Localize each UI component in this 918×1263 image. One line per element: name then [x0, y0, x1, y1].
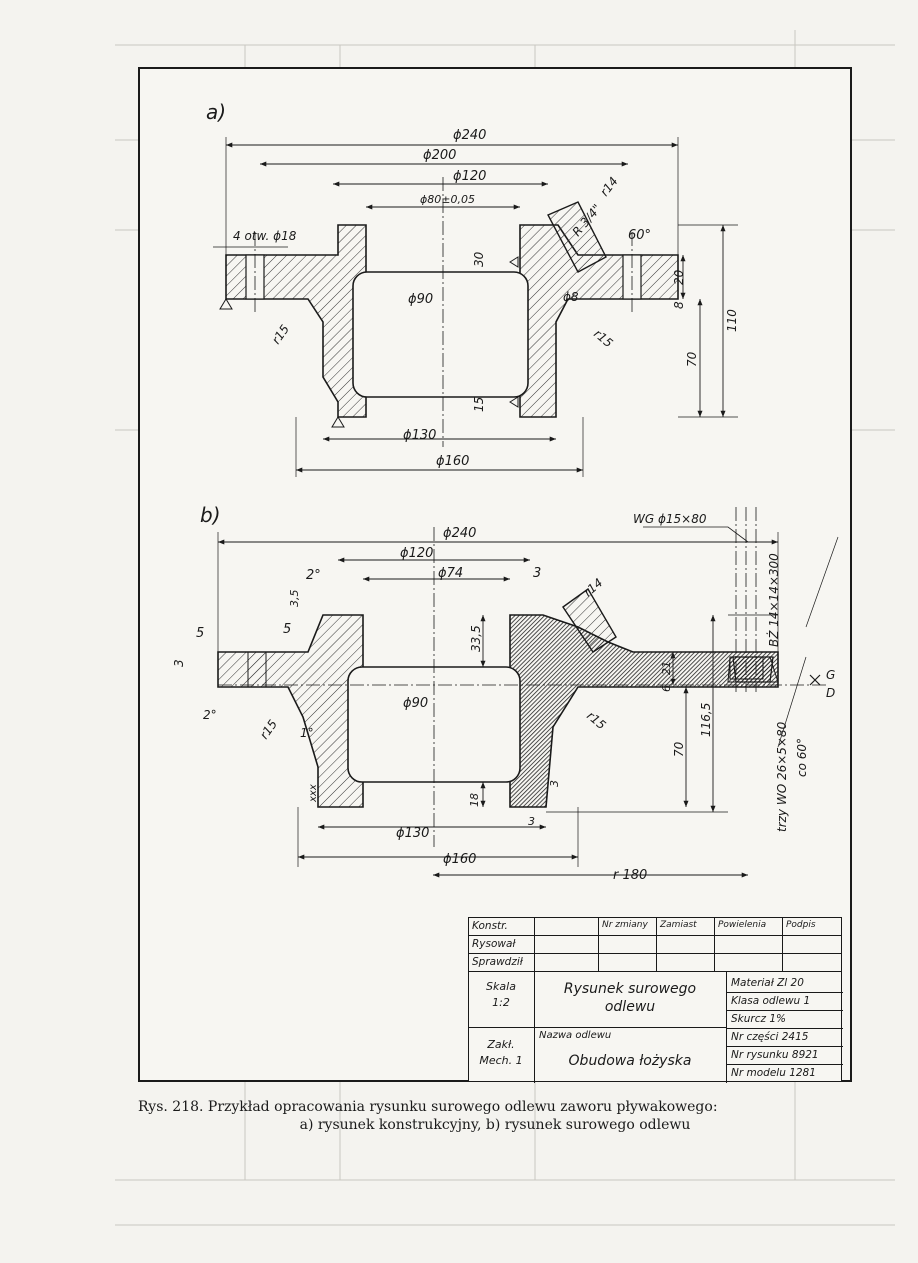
dim-a-d200: ϕ200 [423, 148, 456, 163]
dim-a-d130: ϕ130 [403, 428, 436, 443]
caption-line-2: a) rysunek konstrukcyjny, b) rysunek sur… [299, 1117, 691, 1133]
tb-skala-box: Skala 1:2 [469, 972, 535, 1028]
tb-konstr: Konstr. [469, 918, 535, 935]
dim-b-trzy: trzy WO 26×5×80 [775, 721, 789, 832]
dim-b-a1: 1° [300, 726, 314, 740]
dim-a-h20: 20 [672, 269, 686, 285]
dim-b-r15-left: r15 [257, 717, 280, 742]
tb-skala-value: 1:2 [492, 996, 510, 1009]
tb-h-podpis: Podpis [786, 920, 816, 930]
dim-a-d240: ϕ240 [453, 128, 486, 143]
section-b-left [217, 614, 364, 808]
tb-skala-label: Skala [486, 980, 516, 993]
tb-h-nrzm: Nr zmiany [599, 918, 657, 935]
dim-a-a60: 60° [628, 228, 651, 243]
dim-b-r180: r 180 [613, 868, 647, 883]
tb-rysowal: Rysował [469, 936, 535, 953]
dim-a-h110: 110 [725, 309, 739, 332]
dim-a-r15-right: r15 [591, 327, 615, 351]
tb-row-sprawdzil: Sprawdził [469, 954, 841, 972]
dim-b-d120: ϕ120 [400, 546, 433, 561]
dim-a-d160: ϕ160 [436, 454, 469, 469]
dim-b-h335: 33,5 [469, 625, 483, 652]
dim-b-xxx: xxx [308, 784, 319, 803]
tb-row-konstr: Konstr. Nr zmiany Zamiast Powielenia Pod… [469, 918, 841, 936]
tb-zakl-line1: Zakł. [487, 1038, 515, 1051]
dim-b-d74: ϕ74 [438, 566, 463, 581]
fig-b-label: b) [200, 503, 221, 527]
dim-b-h70: 70 [672, 741, 686, 757]
dim-a-h30: 30 [472, 251, 486, 267]
dim-b-d90: ϕ90 [403, 696, 428, 711]
dim-b-n3a: 3 [548, 780, 561, 787]
dim-b-n5a: 5 [196, 626, 204, 641]
tb-zakl-line2: Mech. 1 [479, 1054, 523, 1067]
tb-h-zamiast: Zamiast [657, 918, 715, 935]
figure-b [217, 507, 839, 878]
tb-nr-modelu: Nr modelu 1281 [731, 1067, 816, 1079]
figure-a [213, 137, 738, 477]
tb-nazwa-box: Nazwa odlewu Obudowa łożyska [535, 1028, 727, 1083]
dim-a-r15-left: r15 [269, 322, 292, 347]
dim-b-h18: 18 [468, 793, 481, 807]
dim-b-h6: 6 [660, 685, 673, 692]
tb-material: Materiał Zl 20 [727, 975, 843, 993]
caption-line-1: Rys. 218. Przykład opracowania rysunku s… [138, 1099, 718, 1115]
tb-zakl-box: Zakł. Mech. 1 [469, 1028, 535, 1083]
tb-nazwa-value: Obudowa łożyska [568, 1053, 692, 1069]
section-a-left [225, 224, 367, 418]
dim-b-h35: 3,5 [288, 590, 301, 608]
tb-title-box: Rysunek surowego odlewu [535, 972, 727, 1028]
tb-h-powiel: Powielenia [715, 918, 783, 935]
dim-b-d130: ϕ130 [396, 826, 429, 841]
dim-a-d90: ϕ90 [408, 292, 433, 307]
dim-b-n3l: 3 [172, 659, 186, 667]
dim-b-n3top: 3 [533, 566, 541, 581]
dim-b-a2top: 2° [306, 568, 321, 583]
dim-b-n5b: 5 [283, 622, 291, 637]
tb-title-line2: odlewu [604, 999, 656, 1015]
dim-b-d: D [826, 686, 835, 700]
tb-klasa: Klasa odlewu 1 [727, 993, 843, 1011]
fig-a-label: a) [206, 100, 226, 124]
dim-b-d240: ϕ240 [443, 526, 476, 541]
tb-nr-czesci: Nr części 2415 [727, 1029, 843, 1047]
dim-b-r15-right: r15 [584, 709, 608, 733]
dim-a-r14: r14 [597, 174, 620, 199]
dim-b-d160: ϕ160 [443, 852, 476, 867]
tb-nr-rysunku: Nr rysunku 8921 [727, 1047, 843, 1065]
dim-b-a2l: 2° [203, 708, 217, 722]
tb-nazwa-label: Nazwa odlewu [539, 1030, 612, 1041]
tb-row-rysowal: Rysował [469, 936, 841, 954]
tb-title-line1: Rysunek surowego [563, 981, 697, 997]
dim-b-bz: BŻ 14×14×300 [766, 553, 781, 647]
dim-b-n3b: 3 [528, 815, 535, 828]
tb-sprawdzil: Sprawdził [469, 954, 535, 971]
dim-b-g: G [826, 668, 835, 682]
title-block: Konstr. Nr zmiany Zamiast Powielenia Pod… [468, 917, 843, 1083]
dim-a-holes: 4 otw. ϕ18 [233, 229, 297, 243]
dim-a-d80: ϕ80±0,05 [420, 193, 475, 206]
dim-b-wg: WG ϕ15×80 [633, 512, 707, 526]
technical-drawing: a) ϕ240 ϕ200 ϕ120 ϕ80±0,05 4 otw. ϕ18 r1… [172, 100, 839, 883]
figure-caption: Rys. 218. Przykład opracowania rysunku s… [138, 1098, 852, 1134]
section-b-right [509, 614, 779, 808]
dim-b-h21: 21 [660, 661, 673, 675]
dim-a-d8: ϕ8 [563, 290, 579, 304]
dim-b-co60: co 60° [795, 738, 809, 777]
dim-a-h15: 15 [472, 397, 486, 412]
tb-skurcz: Skurcz 1% [727, 1011, 843, 1029]
dim-a-d120: ϕ120 [453, 169, 486, 184]
dim-a-h8: 8 [672, 301, 686, 309]
dim-a-h70: 70 [685, 351, 699, 367]
dim-b-h1165: 116,5 [699, 703, 713, 737]
